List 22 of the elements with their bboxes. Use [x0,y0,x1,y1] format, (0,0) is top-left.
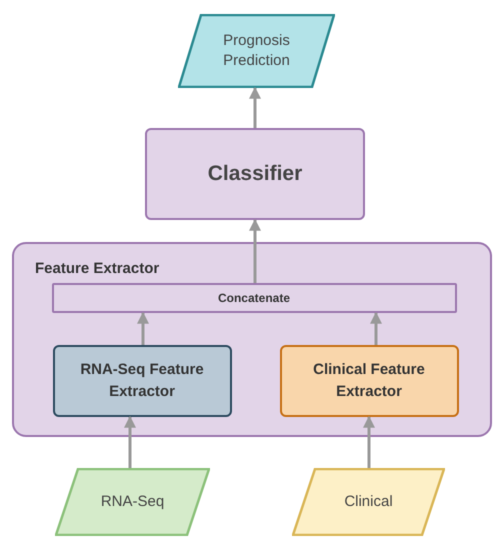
arrow [363,416,375,468]
process-box [52,344,232,416]
process-bar [52,282,456,312]
node-label: Classifier [208,161,302,188]
input-parallelogram [292,468,445,536]
node-label: Concatenate [218,290,290,306]
arrow [124,416,136,468]
process-box [145,128,365,220]
output-parallelogram [178,14,335,88]
node-label: Clinical [344,492,393,512]
group-container [12,242,492,437]
node-label: RNA-Seq [100,492,164,512]
node-label: Clinical Feature Extractor [312,360,426,402]
arrow [249,86,261,128]
node-label: Prognosis Prediction [222,31,291,71]
arrow [370,312,382,345]
process-box [280,344,458,416]
group-title: Feature Extractor [35,259,160,279]
input-parallelogram [55,468,210,536]
node-label: RNA-Seq Feature Extractor [79,360,205,402]
arrow [137,312,149,345]
arrow [249,218,261,283]
